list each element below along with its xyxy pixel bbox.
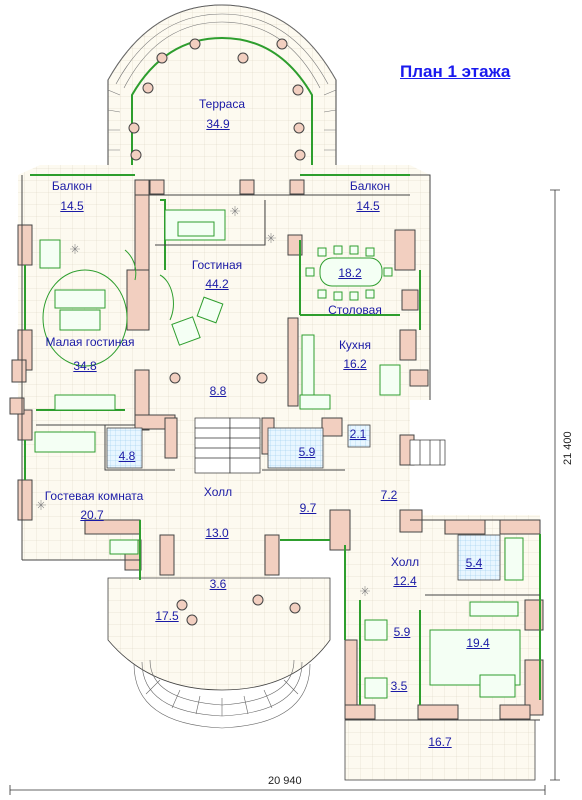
room-name-guest-room: Гостевая комната bbox=[44, 489, 144, 503]
porch-stairs bbox=[133, 659, 311, 729]
room-area-balcony-right: 14.5 bbox=[356, 199, 380, 213]
room-area-hall-main: 13.0 bbox=[205, 526, 229, 540]
room-area-wc-center: 5.9 bbox=[298, 445, 316, 459]
room-area-terrace: 34.9 bbox=[206, 117, 230, 131]
room-area-terrace-bottom: 16.7 bbox=[428, 735, 452, 749]
interior-walls bbox=[21, 174, 540, 721]
room-name-kitchen: Кухня bbox=[338, 338, 372, 352]
room-area-room-35: 3.5 bbox=[390, 679, 408, 693]
room-area-wc-left: 4.8 bbox=[118, 449, 136, 463]
room-area-corridor-72: 7.2 bbox=[380, 488, 398, 502]
room-name-balcony-right: Балкон bbox=[349, 179, 391, 193]
dimension-lines bbox=[9, 189, 560, 795]
room-area-storage-small: 2.1 bbox=[349, 427, 367, 441]
room-name-hall-right: Холл bbox=[390, 555, 420, 569]
room-area-porch: 17.5 bbox=[155, 609, 179, 623]
room-area-guest-room: 20.7 bbox=[80, 508, 104, 522]
dimension-width: 20 940 bbox=[268, 775, 302, 787]
room-name-small-living-room: Малая гостиная bbox=[45, 335, 135, 349]
room-name-hall-main: Холл bbox=[203, 485, 233, 499]
room-name-terrace: Терраса bbox=[198, 97, 246, 111]
room-area-vestibule: 3.6 bbox=[209, 577, 227, 591]
room-name-living-room: Гостиная bbox=[191, 258, 243, 272]
bathroom-tiles bbox=[106, 424, 501, 581]
room-area-hall-right: 12.4 bbox=[393, 574, 417, 588]
floor-areas bbox=[18, 165, 540, 781]
round-rug bbox=[42, 249, 174, 367]
room-name-dining-room: Столовая bbox=[328, 303, 382, 317]
columns bbox=[169, 372, 301, 626]
plants bbox=[36, 206, 370, 596]
room-area-bath-right: 5.4 bbox=[465, 556, 483, 570]
plan-title: План 1 этажа bbox=[400, 62, 511, 81]
terrace-area bbox=[107, 4, 337, 181]
furniture bbox=[34, 209, 524, 699]
room-area-dining-room: 18.2 bbox=[338, 266, 362, 280]
dining-chairs bbox=[305, 245, 393, 301]
dimension-height: 21 400 bbox=[562, 431, 574, 465]
room-area-small-living-room: 34.8 bbox=[73, 359, 97, 373]
room-area-kitchen: 16.2 bbox=[343, 357, 367, 371]
room-name-balcony-left: Балкон bbox=[51, 179, 93, 193]
room-area-balcony-left: 14.5 bbox=[60, 199, 84, 213]
room-area-room-59: 5.9 bbox=[393, 625, 411, 639]
room-area-passage: 8.8 bbox=[209, 384, 227, 398]
room-area-room-97: 9.7 bbox=[299, 501, 317, 515]
central-stairs bbox=[194, 417, 446, 474]
room-area-bedroom: 19.4 bbox=[466, 636, 490, 650]
room-area-living-room: 44.2 bbox=[205, 277, 229, 291]
